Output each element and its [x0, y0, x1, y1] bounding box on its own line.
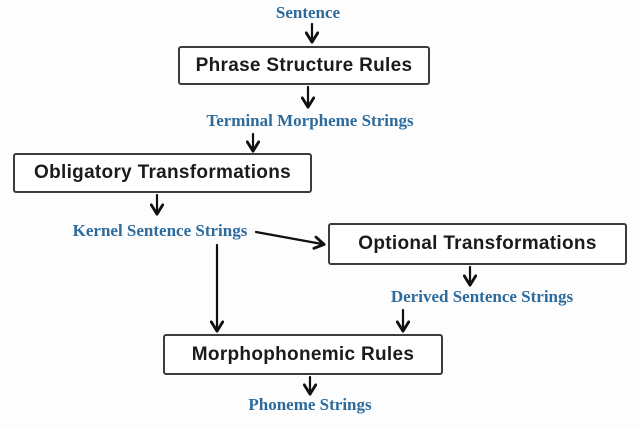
node-obligatory-transformations-label: Obligatory Transformations — [34, 162, 291, 183]
node-optional-transformations: Optional Transformations — [328, 223, 627, 265]
label-derived-sentence-strings: Derived Sentence Strings — [390, 287, 574, 306]
label-terminal-morpheme-strings: Terminal Morpheme Strings — [206, 111, 414, 130]
node-morphophonemic-rules: Morphophonemic Rules — [163, 334, 443, 375]
node-phrase-structure-rules: Phrase Structure Rules — [178, 46, 430, 85]
node-morphophonemic-rules-label: Morphophonemic Rules — [191, 343, 415, 365]
node-optional-transformations-label: Optional Transformations — [358, 233, 597, 254]
label-phoneme-strings: Phoneme Strings — [248, 395, 372, 414]
label-kernel-sentence-strings: Kernel Sentence Strings — [72, 221, 248, 240]
label-sentence: Sentence — [275, 3, 341, 22]
node-obligatory-transformations: Obligatory Transformations — [13, 153, 312, 193]
node-phrase-structure-rules-label: Phrase Structure Rules — [195, 54, 413, 76]
